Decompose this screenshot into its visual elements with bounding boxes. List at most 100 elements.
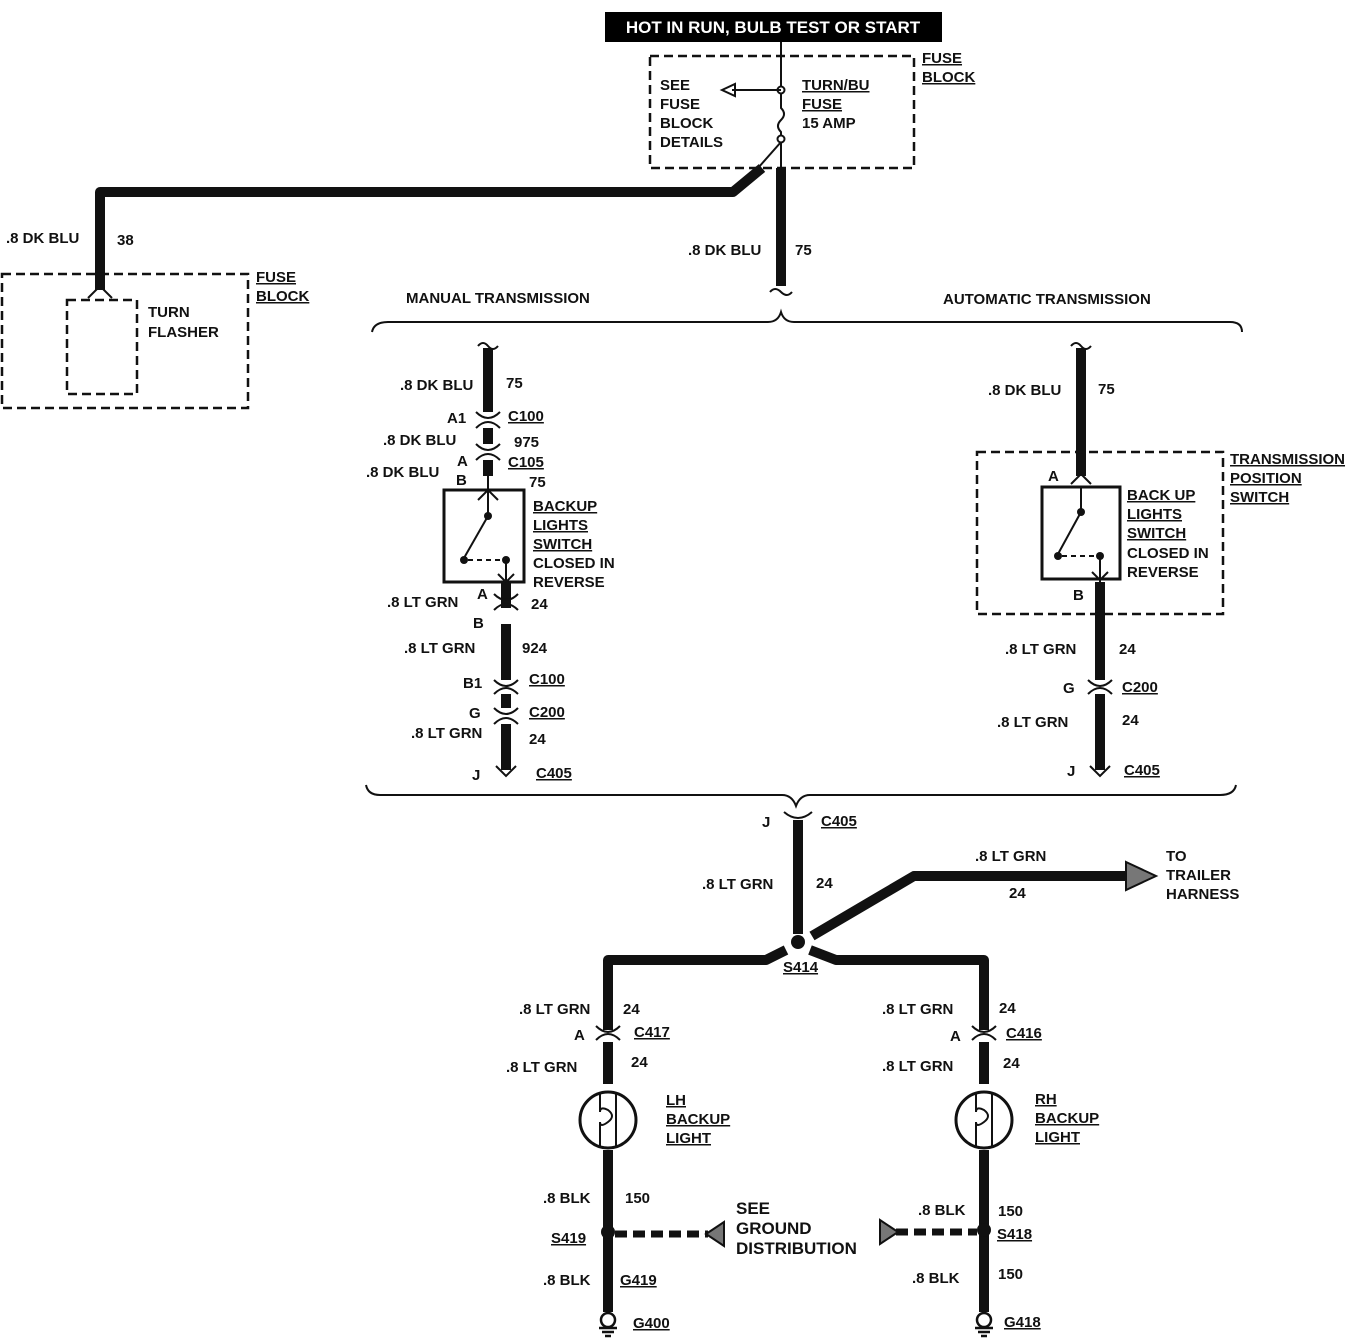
option-brace-bottom (365, 784, 1237, 809)
manual-w5-circuit: 924 (522, 640, 548, 657)
lh-lamp-line-2: BACKUP (666, 1111, 730, 1128)
manual-w5-gauge: .8 LT GRN (404, 640, 475, 657)
fuse-block-left-label-2: BLOCK (256, 288, 309, 305)
common-c405: C405 (821, 813, 857, 830)
lh-ground-icon (597, 1311, 619, 1338)
manual-sw-pin-b: B (473, 615, 484, 632)
lh-lamp-line-3: LIGHT (666, 1130, 711, 1147)
wire-75-main-gauge: .8 DK BLU (688, 242, 761, 259)
lh-splice: S419 (551, 1230, 586, 1247)
lh-w3-gauge: .8 BLK (543, 1190, 591, 1207)
automatic-c405-pin: J (1067, 763, 1075, 780)
trailer-circuit: 24 (1009, 885, 1026, 902)
automatic-sw-pin-b: B (1073, 587, 1084, 604)
manual-switch-line-1: BACKUP (533, 498, 597, 515)
lh-lamp-filament-icon (599, 1094, 617, 1146)
automatic-w1-gauge: .8 DK BLU (988, 382, 1061, 399)
flasher-terminal-icon (87, 284, 113, 299)
fuse-symbol (719, 42, 786, 169)
automatic-switch-line-2: LIGHTS (1127, 506, 1182, 523)
rh-lamp-icon (954, 1090, 1014, 1150)
ground-dist-line-3: DISTRIBUTION (736, 1239, 857, 1258)
trailer-line-3: HARNESS (1166, 886, 1239, 903)
manual-w4-gauge: .8 LT GRN (387, 594, 458, 611)
automatic-c405: C405 (1124, 762, 1160, 779)
rh-w4-circuit: 150 (998, 1266, 1023, 1283)
lh-w2-gauge: .8 LT GRN (506, 1059, 577, 1076)
automatic-c200: C200 (1122, 679, 1158, 696)
manual-c100b-pin: B1 (463, 675, 482, 692)
rh-pin: A (950, 1028, 961, 1045)
fuse-block-top-label-2: BLOCK (922, 69, 975, 86)
automatic-c200-pin: G (1063, 680, 1075, 697)
automatic-w3-gauge: .8 LT GRN (997, 714, 1068, 731)
automatic-w3-circuit: 24 (1122, 712, 1139, 729)
lh-w1-circuit: 24 (623, 1001, 640, 1018)
manual-c100b: C100 (529, 671, 565, 688)
rh-conn: C416 (1006, 1025, 1042, 1042)
splice-s418-icon (977, 1223, 991, 1237)
lh-lamp-icon (578, 1090, 638, 1150)
automatic-w2-circuit: 24 (1119, 641, 1136, 658)
automatic-switch-line-5: REVERSE (1127, 564, 1199, 581)
lh-w3-circuit: 150 (625, 1190, 650, 1207)
wire-38 (95, 164, 766, 290)
manual-w1-gauge: .8 DK BLU (400, 377, 473, 394)
c105-manual-connector-icon (475, 443, 501, 461)
manual-w2-gauge: .8 DK BLU (383, 432, 456, 449)
manual-w6-circuit: 24 (529, 731, 546, 748)
manual-backup-switch (442, 488, 526, 584)
option-brace-top (371, 308, 1243, 333)
trailer-line-2: TRAILER (1166, 867, 1231, 884)
rh-w2-circuit: 24 (1003, 1055, 1020, 1072)
automatic-sw-pin-a: A (1048, 468, 1059, 485)
wire-to-rh (808, 945, 989, 1030)
see-fuse-line-4: DETAILS (660, 134, 723, 151)
rh-lamp-line-1: RH (1035, 1091, 1057, 1108)
c405-common-connector-icon (783, 811, 813, 819)
c417-connector-icon (595, 1025, 621, 1041)
lh-w1-gauge: .8 LT GRN (519, 1001, 590, 1018)
automatic-title: AUTOMATIC TRANSMISSION (943, 291, 1151, 308)
c405-automatic-arrow-icon (1089, 765, 1111, 778)
fuse-name-2: FUSE (802, 96, 842, 113)
lh-w2-circuit: 24 (631, 1054, 648, 1071)
tps-line-2: POSITION (1230, 470, 1302, 487)
fuse-block-left-label-1: FUSE (256, 269, 296, 286)
tps-line-1: TRANSMISSION (1230, 451, 1345, 468)
wire-trailer (809, 871, 1126, 941)
automatic-w2-gauge: .8 LT GRN (1005, 641, 1076, 658)
manual-switch-line-2: LIGHTS (533, 517, 588, 534)
rh-w1-circuit: 24 (999, 1000, 1016, 1017)
wire-break-icon (769, 288, 793, 296)
fuse-rating: 15 AMP (802, 115, 856, 132)
manual-w1-circuit: 75 (506, 375, 523, 392)
manual-c105-pin-b: B (456, 472, 467, 489)
c100-manual-connector-icon (475, 411, 501, 429)
wire-to-lh (603, 945, 789, 1030)
rh-w1-gauge: .8 LT GRN (882, 1001, 953, 1018)
rh-w3-circuit: 150 (998, 1203, 1023, 1220)
header-banner (605, 12, 942, 42)
fuse-block-left-outline (0, 272, 250, 410)
manual-switch-pin-a-icon (493, 593, 519, 611)
ground-dist-arrow-right-icon (879, 1218, 900, 1246)
manual-c100: C100 (508, 408, 544, 425)
manual-switch-line-5: REVERSE (533, 574, 605, 591)
turn-flasher-label-2: FLASHER (148, 324, 219, 341)
rh-lamp-line-3: LIGHT (1035, 1129, 1080, 1146)
lh-ground-conn: G419 (620, 1272, 657, 1289)
manual-c405-pin: J (472, 767, 480, 784)
manual-sw-pin-a: A (477, 586, 488, 603)
splice-s414: S414 (783, 959, 819, 976)
automatic-w1-circuit: 75 (1098, 381, 1115, 398)
header-banner-text: HOT IN RUN, BULB TEST OR START (626, 18, 921, 37)
rh-lamp-filament-icon (975, 1094, 993, 1146)
common-w-gauge: .8 LT GRN (702, 876, 773, 893)
wire-38-gauge: .8 DK BLU (6, 230, 79, 247)
manual-c200-pin: G (469, 705, 481, 722)
manual-w3-gauge: .8 DK BLU (366, 464, 439, 481)
automatic-branch (1070, 342, 1105, 770)
automatic-switch-line-3: SWITCH (1127, 525, 1186, 542)
